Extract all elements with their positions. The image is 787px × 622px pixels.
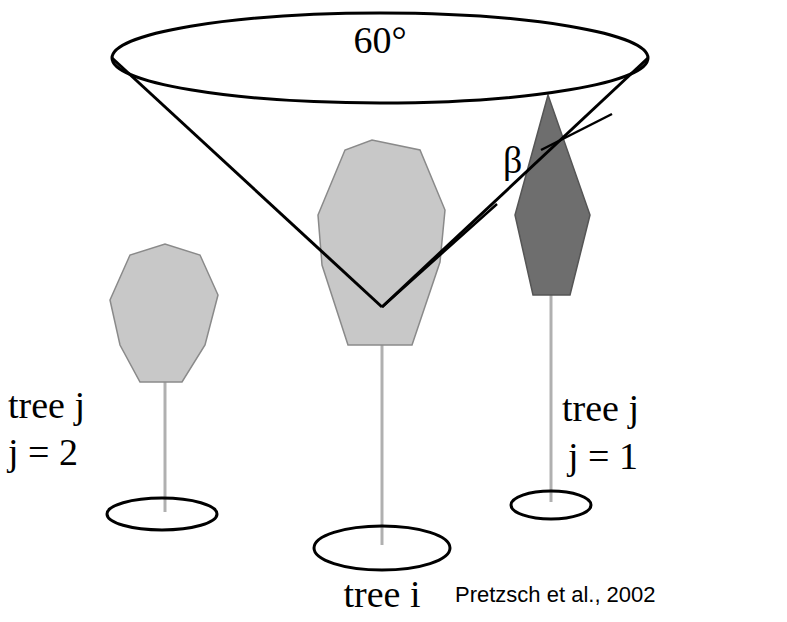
citation-caption: Pretzsch et al., 2002 [455,583,656,607]
tree-label: tree j [562,388,639,430]
tree-index: j = 2 [8,432,78,474]
cone-side [382,58,648,307]
stem-base [511,491,591,519]
crown [318,140,445,345]
angle-line [382,204,497,307]
tree-label: tree j [8,385,85,427]
cone-side [112,58,382,307]
tree-index: j = 1 [568,436,638,478]
stem-base [314,526,450,570]
trunk [381,340,384,545]
cone-rim [112,13,648,103]
trunk [164,378,167,512]
stem-base [107,498,217,530]
tree-label: tree i [343,574,420,616]
crown [515,95,590,295]
angle-label: β [503,140,522,182]
trunk [550,293,553,502]
angle-label: 60° [353,20,406,62]
angle-line [541,114,612,150]
crown [110,244,218,382]
